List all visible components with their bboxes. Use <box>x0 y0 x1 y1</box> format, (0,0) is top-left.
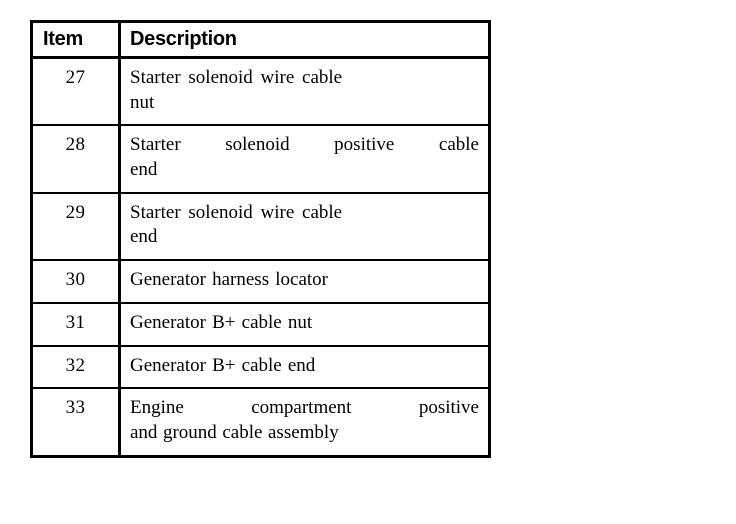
cell-item-number: 31 <box>31 301 121 346</box>
cell-description: Generator B+ cable end <box>119 344 490 389</box>
description-line: Starter solenoid wire cable <box>130 67 343 88</box>
table-row: 32 Generator B+ cable end <box>31 344 490 389</box>
description-line: nut <box>130 91 155 113</box>
cell-description: Starter solenoid positive cable end <box>119 124 490 193</box>
cell-item-number: 27 <box>31 57 121 126</box>
table-header: Item Description <box>31 21 490 59</box>
description-line: Starter solenoid wire cable <box>130 201 343 223</box>
table-row: 27 Starter solenoid wire cable nut <box>31 57 490 126</box>
description-line: Generator B+ cable nut <box>130 311 313 333</box>
description-line: end <box>130 159 158 181</box>
description-line: and ground cable assembly <box>130 421 339 443</box>
column-header-item: Item <box>31 21 121 59</box>
cell-item-number: 30 <box>31 259 121 303</box>
cell-item-number: 29 <box>31 191 121 261</box>
description-line: Engine compartment positive <box>130 397 479 419</box>
description-line: Generator B+ cable end <box>130 354 316 376</box>
parts-table-container: Item Description 27 Starter solenoid wir… <box>30 20 491 458</box>
cell-description: Starter solenoid wire cable nut <box>119 57 490 126</box>
cell-description: Engine compartment positive and ground c… <box>119 387 490 457</box>
column-header-description: Description <box>119 21 490 59</box>
cell-item-number: 33 <box>31 387 121 457</box>
cell-description: Generator harness locator <box>119 259 490 303</box>
description-line: end <box>130 226 158 248</box>
description-line: Generator harness locator <box>130 269 328 291</box>
parts-list-table: Item Description 27 Starter solenoid wir… <box>30 20 491 458</box>
cell-description: Starter solenoid wire cable end <box>119 191 490 261</box>
table-row: 28 Starter solenoid positive cable end <box>31 124 490 193</box>
table-body: 27 Starter solenoid wire cable nut 28 St… <box>31 57 490 457</box>
table-header-row: Item Description <box>31 21 490 59</box>
table-row: 30 Generator harness locator <box>31 259 490 303</box>
table-row: 29 Starter solenoid wire cable end <box>31 191 490 261</box>
table-row: 31 Generator B+ cable nut <box>31 301 490 346</box>
cell-item-number: 28 <box>31 124 121 193</box>
cell-description: Generator B+ cable nut <box>119 301 490 346</box>
description-line: Starter solenoid positive cable <box>130 134 479 156</box>
table-row: 33 Engine compartment positive and groun… <box>31 387 490 457</box>
cell-item-number: 32 <box>31 344 121 389</box>
